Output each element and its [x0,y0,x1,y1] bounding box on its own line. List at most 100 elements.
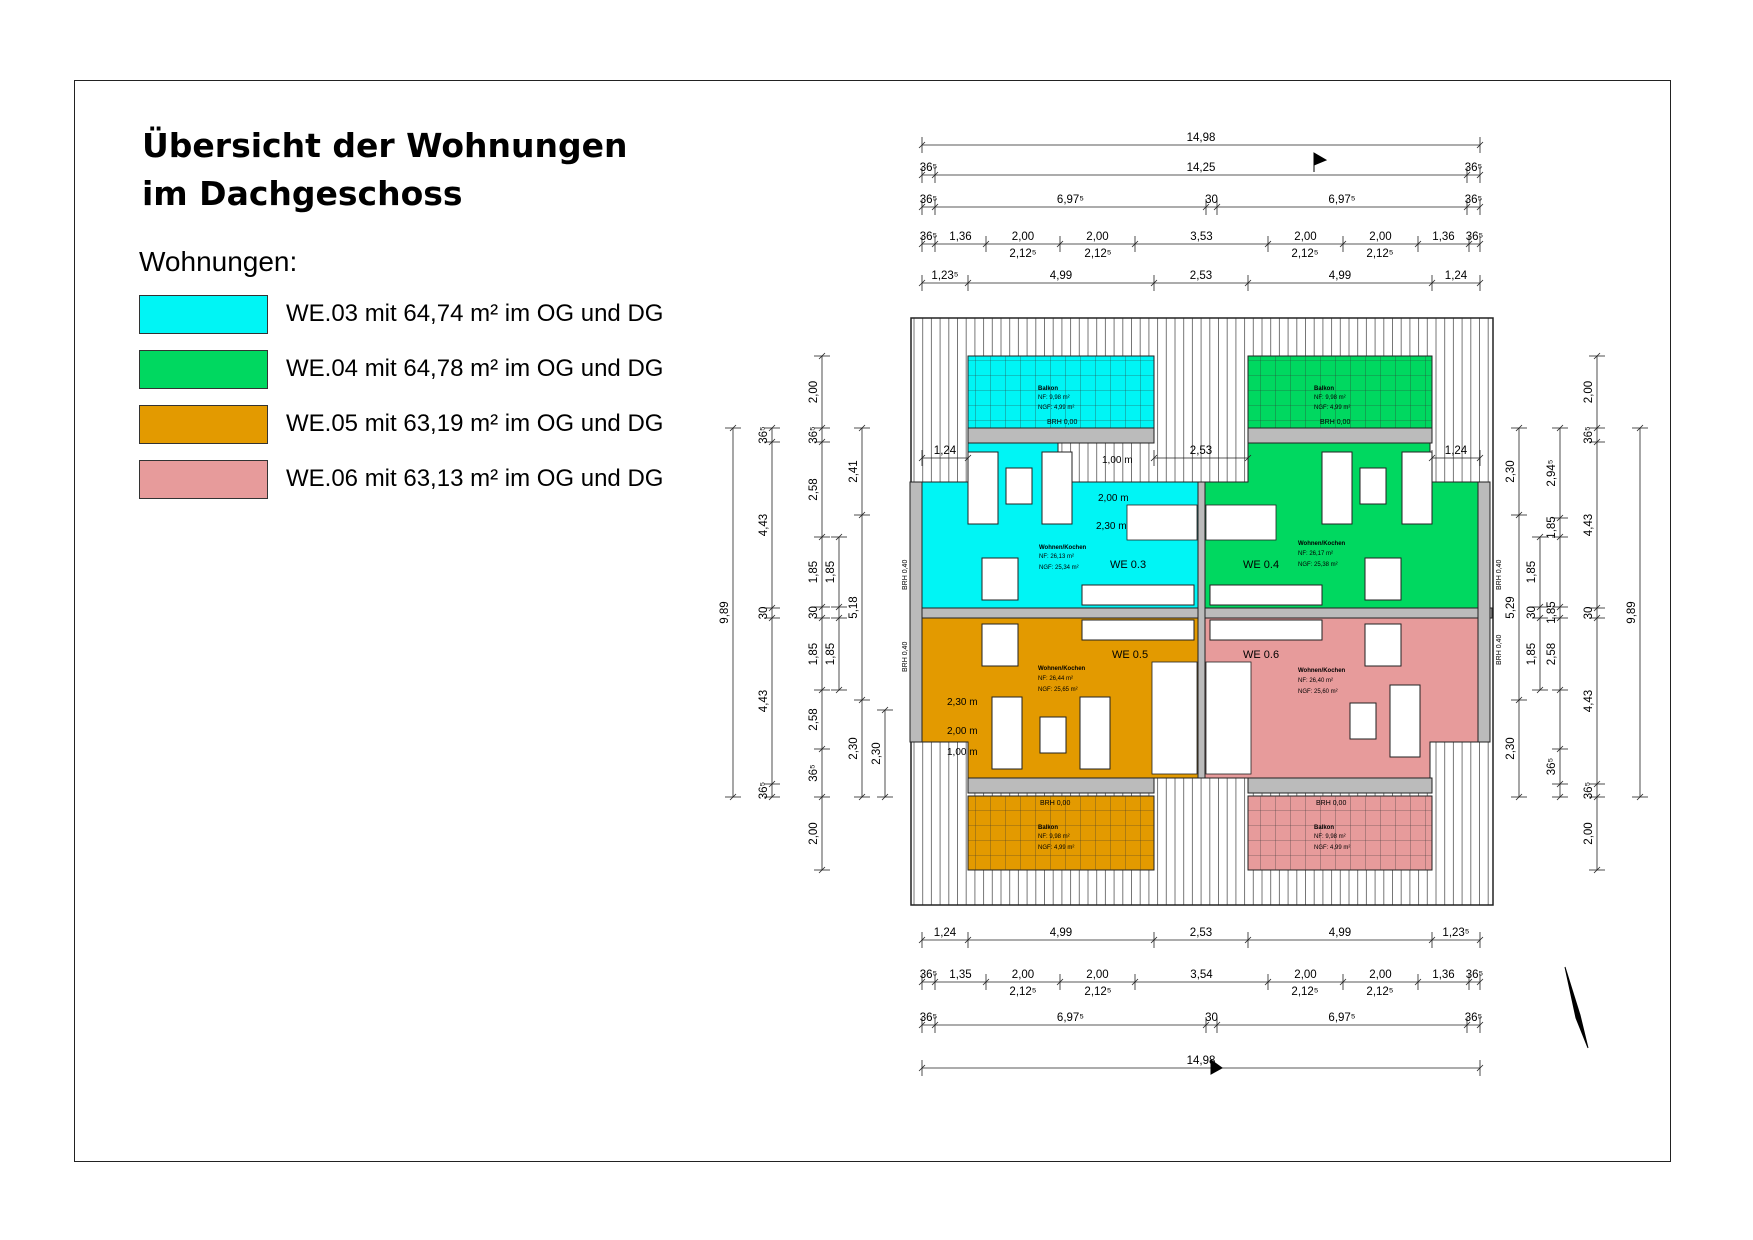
dimension-line [918,203,926,211]
dimension-line [1131,240,1139,248]
height-label: 1,00 m [947,747,978,758]
room-name: Wohnen/Kochen [1038,666,1086,672]
dimension-line [818,614,826,622]
kitchen-counter [1209,619,1323,641]
dimension-line [1476,454,1484,462]
dimension-line [1213,1021,1221,1029]
dimension-label: 2,58 [808,708,820,730]
balcony-labels: Balkon NF: 9,98 m² NGF: 4,99 m² BRH 0,00… [1038,386,1350,851]
dimension-line [918,171,926,179]
dimension-line [1463,203,1471,211]
dimension-line [931,203,939,211]
room-name: Wohnen/Kochen [1039,545,1087,551]
dimension-label: 36⁵ [1583,426,1595,444]
walls [909,427,1493,794]
balcony-nf: NF: 9,98 m² [1038,395,1070,401]
dimension-line [1476,978,1484,986]
wall-gable-right [1477,481,1491,743]
dimension-label: 2,58 [808,478,820,500]
dimension-label: 9,89 [719,601,731,623]
sofa [1401,451,1433,525]
dimension-label: 4,43 [1583,690,1595,712]
dimension-label: 2,12⁵ [1366,248,1393,260]
sofa [1389,684,1421,758]
dimension-line [1339,978,1347,986]
dimension-label: 36⁵ [1546,757,1558,775]
dimension-label: 30 [758,607,770,620]
dimension-label: 14,25 [1187,162,1216,174]
dimension-label: 2,00 [1294,969,1316,981]
dimension-label: 2,53 [1190,445,1212,457]
dimension-line [1244,936,1252,944]
balcony-name: Balkon [1038,386,1058,392]
dimension-label: 30 [1205,194,1218,206]
dimension-label: 1,85 [1526,643,1538,665]
dimension-label: 2,30 [1505,737,1517,759]
dimension-line [1465,978,1473,986]
dimension-label: 6,97⁵ [1057,1012,1084,1024]
dimension-line [1150,279,1158,287]
dimension-label: 5,18 [848,596,860,618]
dimension-label: 36⁵ [1465,1012,1483,1024]
dimension-line [931,171,939,179]
stair-we03 [1126,504,1198,541]
dimension-line [1056,978,1064,986]
balcony-brh: BRH 0,00 [1320,419,1350,426]
dimension-line [918,279,926,287]
top-arrow-icon [1313,152,1328,172]
dimension-line [835,686,843,694]
dimension-label: 36⁵ [920,162,938,174]
dimension-line [729,793,737,801]
dimension-label: 1,85 [808,561,820,583]
dimension-line [1593,438,1601,446]
dimension-line [1556,745,1564,753]
dimension-line [1556,780,1564,788]
unit-name: WE 0.4 [1243,559,1279,571]
sofa [1041,451,1073,525]
balcony-tiles [968,796,1154,870]
height-label: 2,30 m [1096,521,1127,532]
wall-gable-left [909,481,923,743]
dimension-line [1536,614,1544,622]
room-ngf: NGF: 25,34 m² [1039,565,1079,571]
height-label: 2,30 m [947,697,978,708]
dimension-line [818,438,826,446]
table [1039,716,1067,754]
dimension-label: 2,12⁵ [1291,986,1318,998]
stair-we06 [1205,661,1252,775]
unit-name: WE 0.3 [1110,559,1146,571]
dimension-label: 1,85 [825,643,837,665]
balcony-name: Balkon [1314,386,1334,392]
balcony-tiles [968,356,1154,428]
dimension-label: 36⁵ [1466,969,1484,981]
dimension-label: 4,43 [758,514,770,536]
wall-center-vertical [1197,481,1206,779]
sofa [1321,451,1353,525]
balcony-brh: BRH 0,00 [1047,419,1077,426]
dimension-label: 1,35 [949,969,971,981]
balcony-name: Balkon [1314,825,1334,831]
dimension-line [818,745,826,753]
dimension-label: 4,99 [1050,270,1072,282]
dimension-line [818,603,826,611]
dimension-label: 2,12⁵ [1291,248,1318,260]
dimension-label: 9,89 [1626,601,1638,623]
dimension-line [1414,978,1422,986]
dimension-label: 2,00 [1294,231,1316,243]
brh-label: BRH 0,40 [1496,635,1503,665]
dimension-label: 2,30 [871,742,883,764]
dimension-line [1556,614,1564,622]
kitchen-counter [1081,619,1195,641]
dimension-label: 2,58 [1546,643,1558,665]
dimension-line [964,279,972,287]
dimension-line [1593,614,1601,622]
balcony-brh: BRH 0,00 [1316,800,1346,807]
wall-balcony-we03 [967,427,1155,444]
dimension-line [982,240,990,248]
dimension-label: 1,85 [1546,601,1558,623]
dimension-label: 14,98 [1187,1055,1216,1067]
dimension-line [1556,603,1564,611]
dimension-label: 2,00 [1012,231,1034,243]
dimension-line [964,454,972,462]
